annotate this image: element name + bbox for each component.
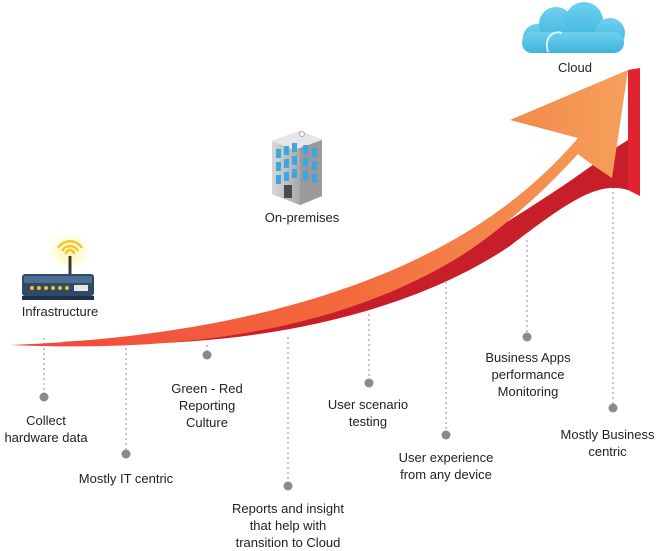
milestone-label-business-centric: Mostly Business centric <box>560 427 655 459</box>
milestone-label-green-red: Green - Red Reporting Culture <box>171 381 243 430</box>
dot-business-centric <box>608 403 618 413</box>
dot-collect <box>39 392 49 402</box>
arrow-shadow-edge <box>60 140 628 344</box>
milestone-label-collect: Collect hardware data <box>4 413 88 445</box>
connector-lines <box>43 172 614 482</box>
growth-arrow <box>10 68 640 347</box>
arrow-body <box>10 70 628 347</box>
cloud-icon <box>522 2 625 53</box>
milestone-dots <box>39 332 618 491</box>
router-icon <box>22 226 94 300</box>
dot-user-scenario <box>364 378 374 388</box>
dot-user-experience <box>441 430 451 440</box>
office-building-icon <box>272 131 322 205</box>
dot-green-red <box>202 350 212 360</box>
dot-it-centric <box>121 449 131 459</box>
milestone-label-reports: Reports and insight that help with trans… <box>231 501 344 550</box>
milestone-label-user-experience: User experience from any device <box>398 450 494 482</box>
milestone-label-user-scenario: User scenario testing <box>327 397 409 429</box>
milestone-label-it-centric: Mostly IT centric <box>78 471 174 486</box>
milestone-label-business-apps: Business Apps performance Monitoring <box>485 350 571 399</box>
dot-business-apps <box>522 332 532 342</box>
stage-label-infrastructure: Infrastructure <box>21 304 99 319</box>
dot-reports <box>283 481 293 491</box>
stage-label-on-premises: On-premises <box>264 210 340 225</box>
arrow-head-side <box>628 68 640 196</box>
stage-label-cloud: Cloud <box>558 60 592 75</box>
